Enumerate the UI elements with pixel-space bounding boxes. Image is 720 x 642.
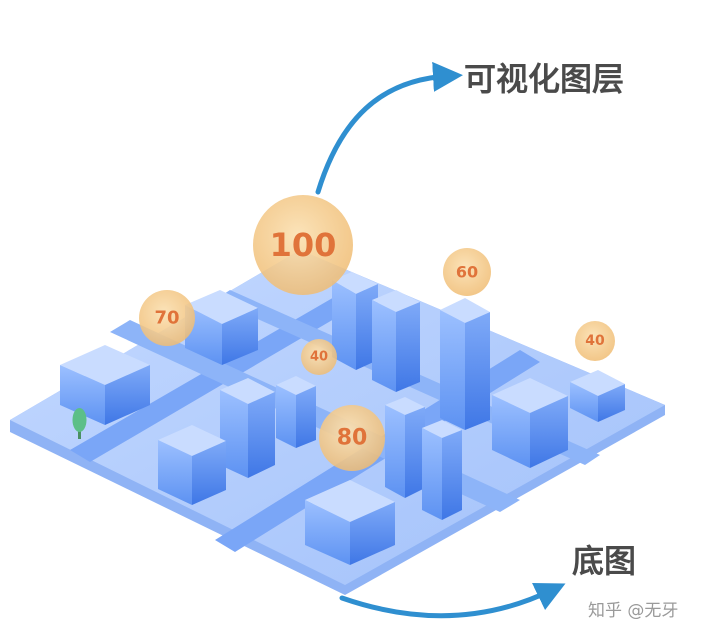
data-bubble: 60 bbox=[443, 248, 491, 296]
building bbox=[158, 425, 226, 505]
building bbox=[422, 420, 462, 520]
data-bubble: 70 bbox=[139, 290, 195, 346]
building bbox=[385, 397, 425, 498]
bubble-value: 80 bbox=[337, 426, 368, 451]
arrow-to-base-map bbox=[339, 583, 566, 619]
building bbox=[372, 290, 420, 392]
data-bubble: 80 bbox=[319, 405, 385, 471]
building bbox=[570, 370, 625, 422]
visualization-bubbles: 100 70 60 40 40 80 bbox=[139, 195, 615, 471]
base-map-label: 底图 bbox=[572, 542, 636, 580]
building bbox=[492, 378, 568, 468]
building bbox=[440, 298, 490, 430]
bubble-value: 100 bbox=[270, 226, 337, 264]
building bbox=[60, 345, 150, 425]
data-bubble: 40 bbox=[575, 321, 615, 361]
bubble-value: 60 bbox=[456, 263, 478, 282]
building bbox=[220, 378, 275, 478]
bubble-value: 70 bbox=[154, 308, 179, 329]
building bbox=[305, 480, 395, 565]
bubble-value: 40 bbox=[585, 333, 605, 349]
bubble-value: 40 bbox=[310, 350, 328, 365]
visual-layer-label: 可视化图层 bbox=[464, 60, 624, 98]
data-bubble: 100 bbox=[253, 195, 353, 295]
watermark: 知乎 @无牙 bbox=[588, 601, 678, 621]
building bbox=[332, 272, 378, 370]
building bbox=[276, 376, 316, 448]
arrow-to-visual-layer bbox=[315, 61, 463, 195]
tree-icon bbox=[72, 408, 87, 439]
data-bubble: 40 bbox=[301, 339, 337, 375]
